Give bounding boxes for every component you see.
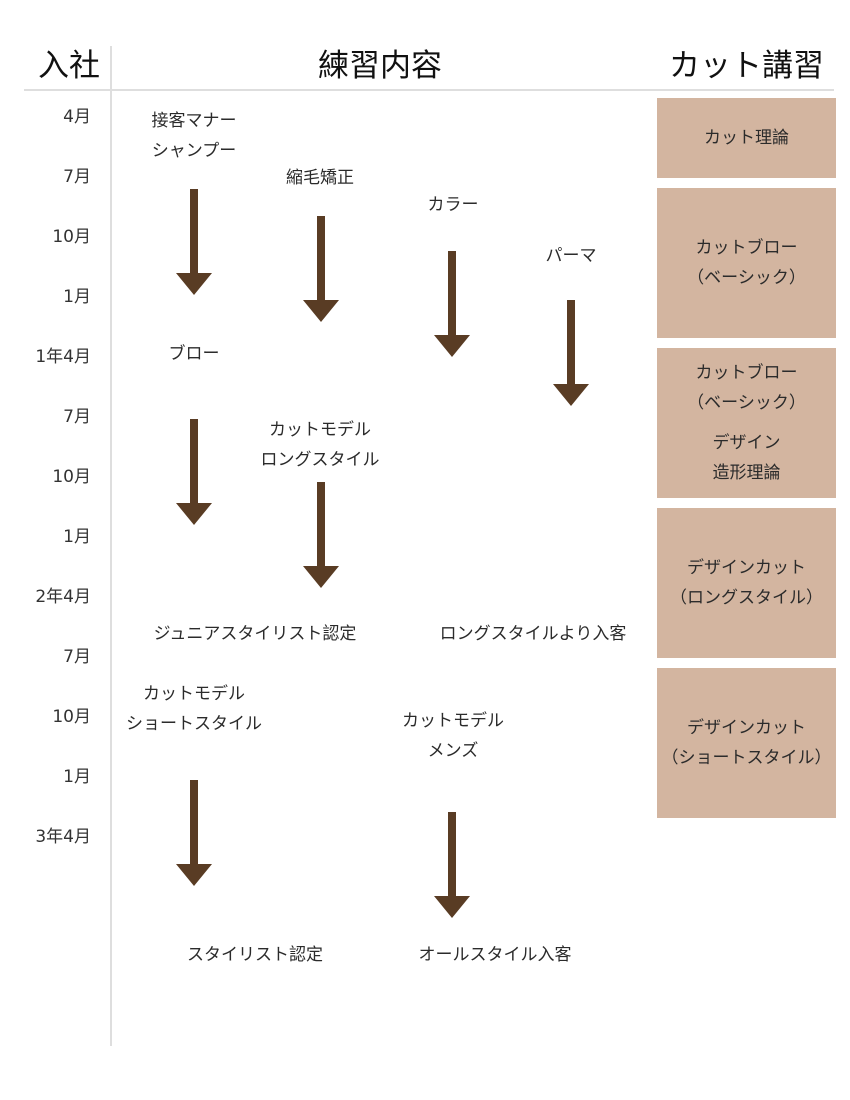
course-box-design-cut-short: デザインカット （ショートスタイル） [657,668,836,818]
course-line: （ショートスタイル） [661,748,832,768]
arrow-down-icon [303,482,339,588]
milestone-all-style-clients: オールスタイル入客 [418,945,572,965]
course-box-design-cut-long: デザインカット （ロングスタイル） [657,508,836,658]
practice-manner-shampoo: 接客マナー シャンプー [124,106,264,166]
course-line: カット理論 [704,128,789,148]
course-line: カットブロー [695,363,798,383]
arrow-down-icon [434,251,470,357]
practice-line: シャンプー [151,141,237,161]
milestone-junior-stylist: ジュニアスタイリスト認定 [153,624,357,644]
month-label: 7月 [63,407,91,427]
course-line: デザインカット [687,558,806,578]
month-label: 10月 [52,707,91,727]
arrow-down-icon [434,812,470,918]
course-box-cut-blow-basic: カットブロー （ベーシック） [657,188,836,338]
course-line: デザイン [712,433,781,453]
practice-straightening: 縮毛矯正 [286,168,354,188]
practice-line: カットモデル [269,420,371,440]
month-label: 10月 [52,227,91,247]
course-line: 造形理論 [712,463,781,483]
course-box-cut-blow-design: カットブロー （ベーシック） デザイン 造形理論 [657,348,836,498]
practice-blow: ブロー [168,344,220,364]
course-line: （ロングスタイル） [670,588,823,608]
course-line: カットブロー [695,238,798,258]
practice-line: ロングスタイル [260,450,380,470]
arrow-down-icon [553,300,589,406]
arrow-down-icon [176,780,212,886]
arrow-down-icon [303,216,339,322]
month-label: 3年4月 [35,827,91,847]
header-divider [24,89,834,91]
month-label: 1年4月 [35,347,91,367]
arrow-down-icon [176,189,212,295]
header-entry: 入社 [38,48,100,84]
month-label: 10月 [52,467,91,487]
month-label: 7月 [63,647,91,667]
course-box-cut-theory: カット理論 [657,98,836,178]
practice-line: カットモデル [402,711,504,731]
practice-line: 接客マナー [151,111,237,131]
practice-line: ショートスタイル [126,714,262,734]
course-line: （ベーシック） [687,268,806,288]
practice-perm: パーマ [545,246,597,266]
practice-cut-model-long: カットモデル ロングスタイル [245,415,395,475]
timeline-divider [110,46,112,1046]
practice-line: カットモデル [143,684,245,704]
header-practice: 練習内容 [318,48,442,84]
practice-cut-model-mens: カットモデル メンズ [383,706,523,766]
practice-color: カラー [427,195,479,215]
arrow-down-icon [176,419,212,525]
practice-line: メンズ [427,741,479,761]
course-line: （ベーシック） [687,393,806,413]
month-label: 1月 [63,287,91,307]
month-label: 7月 [63,167,91,187]
month-label: 1月 [63,527,91,547]
month-label: 2年4月 [35,587,91,607]
milestone-stylist: スタイリスト認定 [187,945,323,965]
month-label: 4月 [63,107,91,127]
header-cut-course: カット講習 [669,48,824,84]
practice-cut-model-short: カットモデル ショートスタイル [114,679,274,739]
milestone-long-style-clients: ロングスタイルより入客 [439,624,627,644]
month-label: 1月 [63,767,91,787]
course-line: デザインカット [687,718,806,738]
